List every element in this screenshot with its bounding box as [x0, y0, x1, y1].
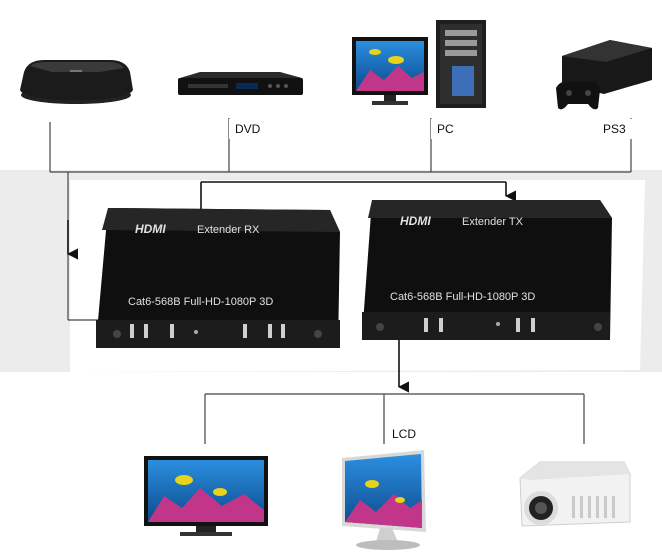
dvd-player-icon	[178, 72, 303, 95]
extender-tx-box	[362, 200, 612, 340]
tx-brand-logo: HDMI	[400, 214, 431, 228]
extender-rx-box	[96, 208, 340, 348]
source-label-ps3: PS3	[597, 119, 659, 139]
display-label-tv	[210, 423, 274, 443]
projector-icon	[519, 461, 631, 527]
display-label-projector	[590, 423, 650, 443]
rx-tx-link	[200, 181, 517, 209]
source-label-pc: PC	[431, 119, 491, 139]
pc-icon	[352, 20, 486, 108]
source-label-dvd: DVD	[229, 119, 299, 139]
media-player-icon	[20, 60, 133, 104]
display-label-lcd: LCD	[386, 424, 436, 444]
ps3-icon	[556, 40, 652, 110]
tx-name: Extender TX	[462, 216, 524, 228]
tx-spec: Cat6-568B Full-HD-1080P 3D	[390, 291, 535, 303]
source-label-media-player	[60, 117, 134, 137]
rx-spec: Cat6-568B Full-HD-1080P 3D	[128, 296, 273, 308]
display-bus-lines	[204, 393, 585, 444]
lcd-icon	[342, 450, 426, 550]
tv-icon	[144, 456, 268, 536]
rx-name: Extender RX	[197, 224, 260, 236]
rx-brand-logo: HDMI	[135, 222, 166, 236]
